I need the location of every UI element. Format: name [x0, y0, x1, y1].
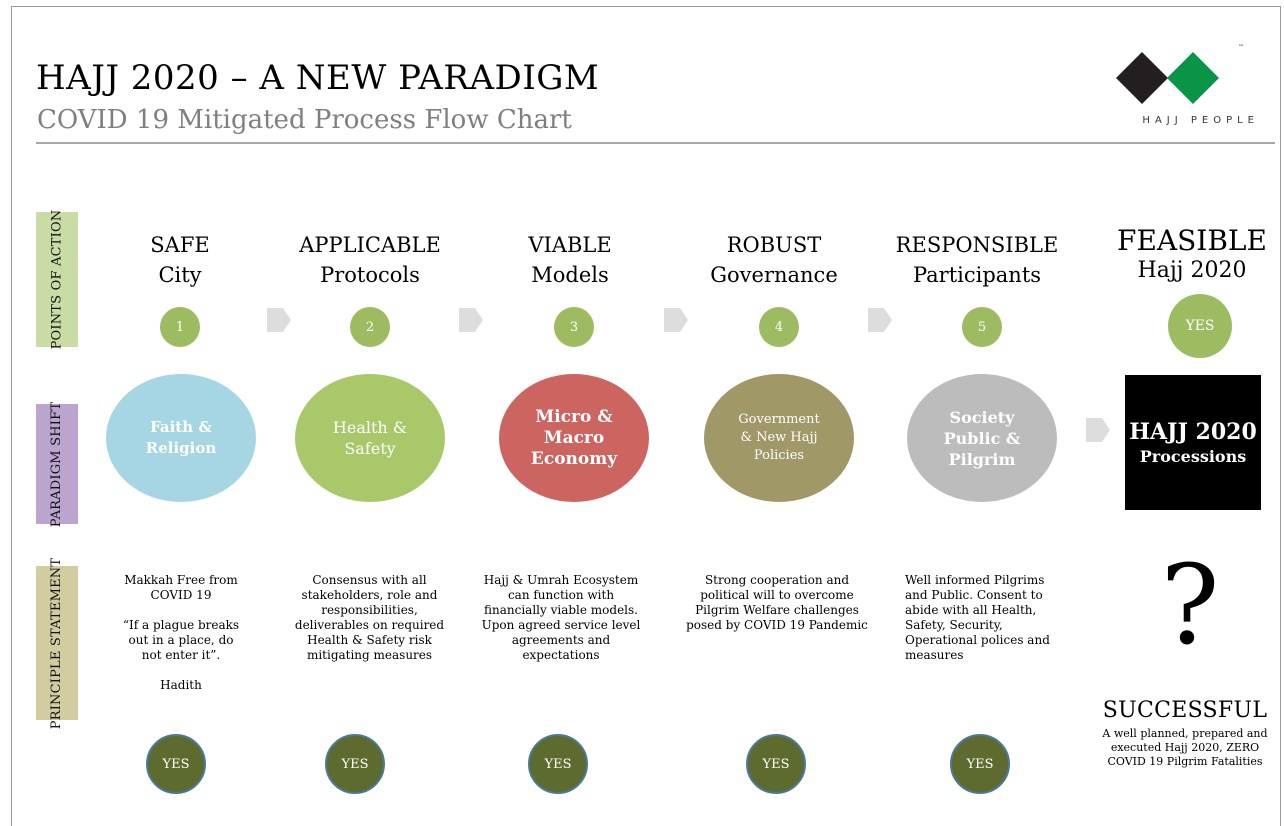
bubble-faith-religion: Faith &Religion: [106, 374, 256, 502]
final-heading: FEASIBLE Hajj 2020: [1117, 224, 1267, 284]
column-heading-4: ROBUST Governance: [710, 233, 838, 287]
principle-statement-3: Hajj & Umrah Ecosystem can function with…: [481, 573, 641, 662]
principle-statement-1: Makkah Free from COVID 19 “If a plague b…: [122, 573, 240, 692]
outcome-title: SUCCESSFUL: [1102, 698, 1268, 723]
row-label-paradigm-shift: PARADIGM SHIFT: [36, 401, 78, 527]
yes-badge-4: YES: [746, 734, 806, 794]
row-label-points-of-action: POINTS OF ACTION: [36, 210, 78, 349]
principle-statement-2: Consensus with all stakeholders, role an…: [294, 573, 445, 662]
step-number-3: 3: [554, 307, 594, 347]
hajj-people-logo: ™ HAJJ PEOPLE: [1096, 44, 1266, 134]
step-number-2: 2: [350, 307, 390, 347]
final-yes-badge: YES: [1168, 294, 1232, 358]
chevron-right-icon: [868, 308, 892, 332]
step-number-1: 1: [160, 307, 200, 347]
chevron-right-icon: [459, 308, 483, 332]
outcome-description: A well planned, prepared and executed Ha…: [1102, 727, 1268, 768]
slide-frame: [11, 6, 1281, 826]
chevron-right-icon: [664, 308, 688, 332]
step-number-5: 5: [962, 307, 1002, 347]
yes-badge-5: YES: [950, 734, 1010, 794]
yes-badge-3: YES: [528, 734, 588, 794]
principle-statement-5: Well informed Pilgrims and Public. Conse…: [905, 573, 1050, 662]
row-label-principle-statement: PRINCIPLE STATEMENT: [36, 557, 78, 729]
trademark-mark: ™: [1238, 44, 1244, 51]
hajj-2020-processions-box: HAJJ 2020 Processions: [1125, 375, 1261, 510]
yes-badge-1: YES: [146, 734, 206, 794]
chevron-right-icon: [1086, 418, 1110, 442]
bubble-health-safety: Health &Safety: [295, 374, 445, 502]
column-heading-2: APPLICABLE Protocols: [299, 233, 441, 287]
page-title: HAJJ 2020 – A NEW PARADIGM: [36, 58, 600, 98]
column-heading-5: RESPONSIBLE Participants: [895, 233, 1059, 287]
page-subtitle: COVID 19 Mitigated Process Flow Chart: [37, 105, 572, 135]
column-heading-1: SAFE City: [150, 233, 210, 287]
column-heading-3: VIABLE Models: [528, 233, 612, 287]
header-divider: [36, 142, 1275, 144]
question-mark: ?: [1160, 541, 1220, 669]
diamonds-icon: [1116, 52, 1219, 104]
logo-text: HAJJ PEOPLE: [1142, 115, 1259, 126]
step-number-4: 4: [759, 307, 799, 347]
principle-statement-4: Strong cooperation and political will to…: [686, 573, 868, 632]
yes-badge-2: YES: [325, 734, 385, 794]
chevron-right-icon: [267, 308, 291, 332]
